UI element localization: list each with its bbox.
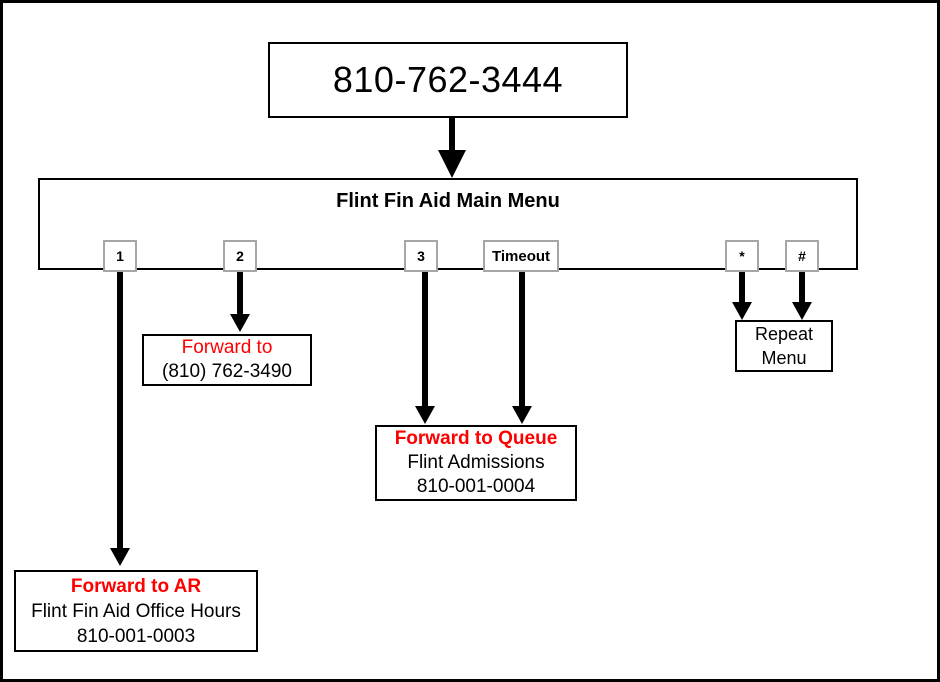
arrow-down-icon: [792, 302, 812, 320]
menu-option-timeout-label: Timeout: [491, 247, 551, 265]
arrow-key2-to-forward-stem: [237, 270, 243, 316]
menu-option-hash-label: #: [798, 248, 806, 264]
arrow-key3-to-queue-stem: [422, 270, 428, 408]
main-menu-title: Flint Fin Aid Main Menu: [336, 190, 560, 212]
arrow-root-to-menu-stem: [449, 116, 455, 154]
arrow-hash-to-repeat-stem: [799, 270, 805, 304]
menu-option-3: 3: [404, 240, 438, 272]
arrow-down-icon: [732, 302, 752, 320]
ar-action: Forward to AR: [70, 575, 202, 597]
arrow-timeout-to-queue-stem: [519, 270, 525, 408]
arrow-star-to-repeat-stem: [739, 270, 745, 304]
menu-option-timeout: Timeout: [483, 240, 559, 272]
arrow-down-icon: [512, 406, 532, 424]
menu-option-star-label: *: [739, 248, 745, 264]
menu-option-1: 1: [103, 240, 137, 272]
forward-number-box: Forward to (810) 762-3490: [142, 334, 312, 386]
forward-number-value: (810) 762-3490: [162, 361, 292, 382]
menu-option-star: *: [725, 240, 759, 272]
repeat-menu-line2: Menu: [761, 348, 807, 368]
queue-number: 810-001-0004: [416, 476, 536, 497]
ar-box: Forward to AR Flint Fin Aid Office Hours…: [14, 570, 258, 652]
menu-option-1-label: 1: [116, 248, 124, 264]
arrow-down-icon: [415, 406, 435, 424]
menu-option-hash: #: [785, 240, 819, 272]
repeat-menu-line1: Repeat: [754, 324, 814, 344]
menu-option-2-label: 2: [236, 248, 244, 264]
arrow-down-icon: [110, 548, 130, 566]
ar-number: 810-001-0003: [76, 625, 196, 647]
menu-option-2: 2: [223, 240, 257, 272]
arrow-down-icon: [438, 150, 466, 178]
menu-option-3-label: 3: [417, 248, 425, 264]
forward-number-action: Forward to: [181, 337, 273, 358]
queue-action: Forward to Queue: [394, 428, 558, 449]
queue-box: Forward to Queue Flint Admissions 810-00…: [375, 425, 577, 501]
arrow-down-icon: [230, 314, 250, 332]
phone-number: 810-762-3444: [332, 59, 564, 100]
repeat-menu-box: Repeat Menu: [735, 320, 833, 372]
main-menu-box: Flint Fin Aid Main Menu: [38, 178, 858, 270]
ar-name: Flint Fin Aid Office Hours: [31, 600, 241, 622]
phone-number-box: 810-762-3444: [268, 42, 628, 118]
arrow-key1-to-ar-stem: [117, 270, 123, 550]
queue-name: Flint Admissions: [407, 452, 545, 473]
